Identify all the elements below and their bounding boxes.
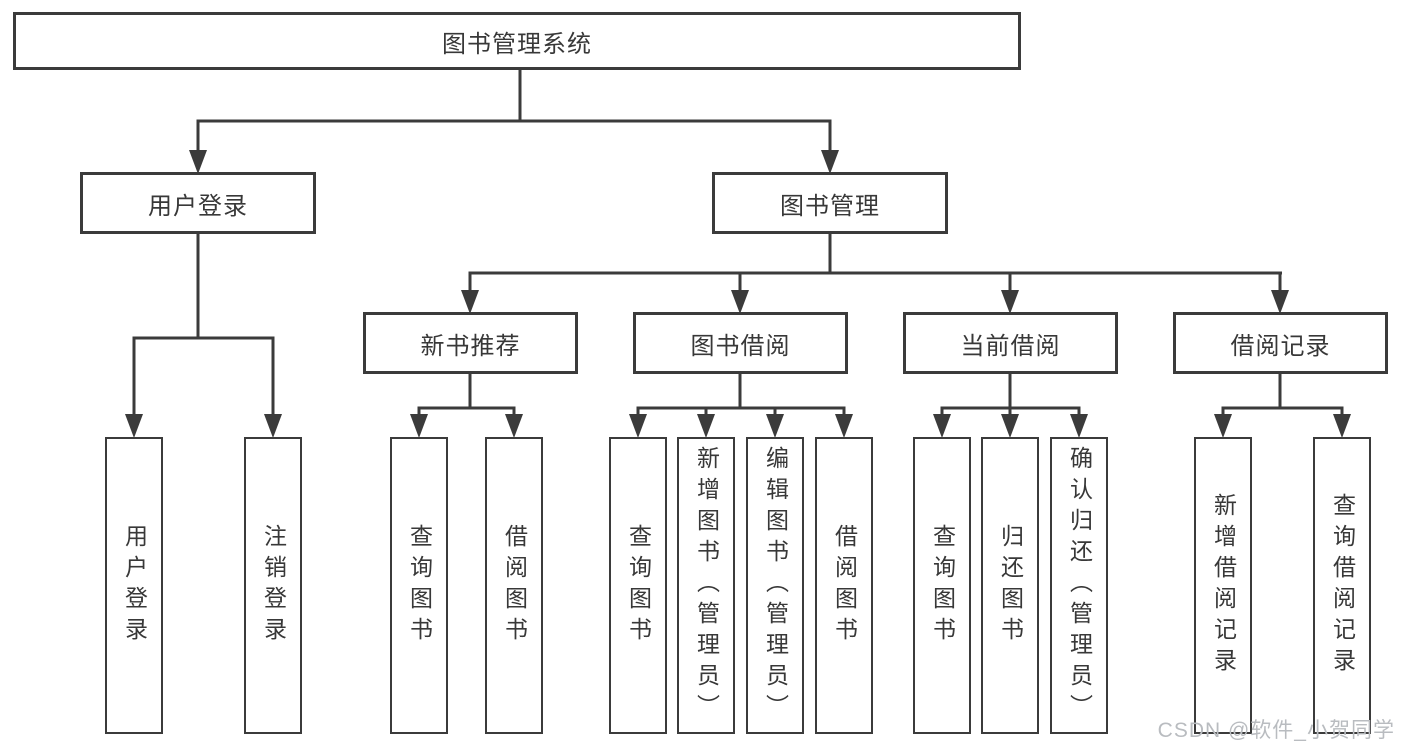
node-borrow-records: 借阅记录 <box>1173 312 1388 374</box>
node-root-label: 图书管理系统 <box>442 30 592 58</box>
leaf-logout-label: 注销登录 <box>260 523 287 648</box>
connector-root <box>189 70 839 174</box>
leaf-new-books-borrow-label: 借阅图书 <box>501 523 528 648</box>
node-current-borrow-label: 当前借阅 <box>960 332 1061 360</box>
node-user-login: 用户登录 <box>80 172 316 234</box>
leaf-borrow-add-book: 新增图书（管理员） <box>677 437 735 734</box>
connector-current-borrow <box>933 374 1088 438</box>
connector-book-management <box>461 233 1289 314</box>
node-current-borrow: 当前借阅 <box>903 312 1118 374</box>
csdn-watermark: CSDN @软件_小贺同学 <box>1157 719 1395 742</box>
leaf-borrow-query: 查询图书 <box>609 437 667 734</box>
node-root: 图书管理系统 <box>13 12 1021 70</box>
connector-user-login <box>125 233 282 438</box>
leaf-new-books-borrow: 借阅图书 <box>485 437 543 734</box>
leaf-user-login: 用户登录 <box>105 437 163 734</box>
leaf-current-query: 查询图书 <box>913 437 971 734</box>
leaf-return-book: 归还图书 <box>981 437 1039 734</box>
node-book-borrow: 图书借阅 <box>633 312 848 374</box>
leaf-add-record-label: 新增借阅记录 <box>1210 492 1237 679</box>
leaf-confirm-return: 确认归还（管理员） <box>1050 437 1108 734</box>
leaf-user-login-label: 用户登录 <box>121 523 148 648</box>
leaf-current-query-label: 查询图书 <box>929 523 956 648</box>
leaf-borrow-book: 借阅图书 <box>815 437 873 734</box>
node-book-management: 图书管理 <box>712 172 948 234</box>
node-borrow-records-label: 借阅记录 <box>1230 332 1331 360</box>
leaf-borrow-book-label: 借阅图书 <box>831 523 858 648</box>
leaf-borrow-edit-book: 编辑图书（管理员） <box>746 437 804 734</box>
leaf-new-books-query: 查询图书 <box>390 437 448 734</box>
node-user-login-label: 用户登录 <box>148 192 248 220</box>
leaf-borrow-edit-book-label: 编辑图书（管理员） <box>762 446 789 725</box>
leaf-query-record: 查询借阅记录 <box>1313 437 1371 734</box>
leaf-add-record: 新增借阅记录 <box>1194 437 1252 734</box>
connector-new-books <box>410 374 523 438</box>
leaf-logout: 注销登录 <box>244 437 302 734</box>
node-book-borrow-label: 图书借阅 <box>690 332 791 360</box>
leaf-query-record-label: 查询借阅记录 <box>1329 492 1356 679</box>
node-book-management-label: 图书管理 <box>780 192 880 220</box>
connector-borrow-records <box>1214 374 1351 438</box>
leaf-borrow-add-book-label: 新增图书（管理员） <box>693 446 720 725</box>
node-new-books: 新书推荐 <box>363 312 578 374</box>
leaf-confirm-return-label: 确认归还（管理员） <box>1066 446 1093 725</box>
leaf-return-book-label: 归还图书 <box>997 523 1024 648</box>
leaf-new-books-query-label: 查询图书 <box>406 523 433 648</box>
node-new-books-label: 新书推荐 <box>420 332 521 360</box>
connector-book-borrow <box>629 374 853 438</box>
leaf-borrow-query-label: 查询图书 <box>625 523 652 648</box>
